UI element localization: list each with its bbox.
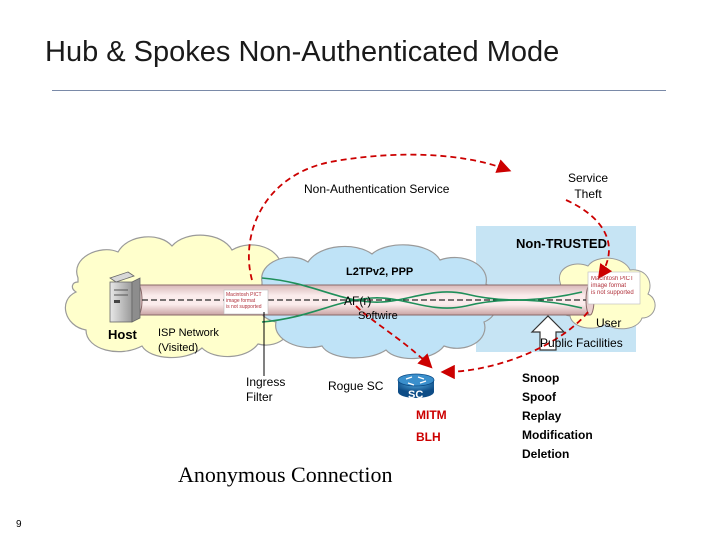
placeholder-left-line-3: is not supported bbox=[226, 304, 262, 310]
host-server-icon bbox=[109, 271, 141, 323]
attack-replay: Replay bbox=[522, 409, 562, 423]
service-theft-arrow-right bbox=[565, 199, 613, 279]
host-label: Host bbox=[108, 327, 137, 342]
page-number: 9 bbox=[16, 519, 22, 530]
sc-router-label: SC bbox=[408, 389, 424, 401]
isp-network-line-1: ISP Network bbox=[158, 327, 219, 339]
placeholder-left-line-1: Macintosh PICT bbox=[226, 292, 262, 298]
diverted-path-lower bbox=[261, 297, 583, 323]
placeholder-right-line-2: image format bbox=[591, 283, 627, 289]
isp-network-label: ISP Network (Visited) bbox=[158, 326, 219, 356]
user-label: User bbox=[596, 316, 622, 330]
service-theft-label: Service Theft bbox=[548, 170, 628, 202]
attack-modification: Modification bbox=[522, 428, 593, 442]
image-placeholder-left-text: Macintosh PICT image format is not suppo… bbox=[226, 292, 266, 312]
rogue-sc-label: Rogue SC bbox=[328, 379, 384, 393]
slide-title: Hub & Spokes Non-Authenticated Mode bbox=[45, 36, 560, 68]
ingress-filter-label: Ingress Filter bbox=[246, 375, 285, 405]
placeholder-right-line-1: Macintosh PICT bbox=[591, 276, 634, 282]
rogue-sc-arrow-left bbox=[355, 305, 433, 369]
attack-list: Snoop Spoof Replay Modification Deletion bbox=[522, 369, 593, 464]
image-placeholder-left bbox=[223, 289, 269, 315]
l2tp-label: L2TPv2, PPP bbox=[346, 266, 414, 278]
attack-spoof: Spoof bbox=[522, 390, 556, 404]
isp-network-line-2: (Visited) bbox=[158, 342, 199, 354]
placeholder-right-line-3: is not supported bbox=[591, 290, 634, 296]
service-theft-line-1: Service bbox=[567, 171, 608, 185]
rogue-sc-arrow-right bbox=[440, 311, 589, 380]
attack-snoop: Snoop bbox=[522, 371, 560, 385]
service-theft-line-2: Theft bbox=[574, 187, 602, 201]
title-divider bbox=[52, 90, 666, 91]
image-placeholder-right-text: Macintosh PICT image format is not suppo… bbox=[591, 276, 639, 302]
public-facilities-label: Public Facilities bbox=[540, 336, 623, 350]
non-trusted-label: Non-TRUSTED bbox=[516, 236, 607, 251]
softwire-label: Softwire bbox=[358, 310, 398, 322]
image-placeholder-right bbox=[587, 271, 641, 305]
service-theft-arrow-left bbox=[248, 153, 512, 281]
public-facilities-arrow bbox=[530, 315, 566, 351]
ingress-filter-line-2: Filter bbox=[246, 390, 273, 404]
af-label: AF(r) bbox=[344, 294, 372, 308]
anonymous-connection-label: Anonymous Connection bbox=[178, 462, 393, 487]
rogue-sc-router-icon bbox=[397, 373, 435, 398]
placeholder-left-line-2: image format bbox=[226, 298, 256, 304]
ingress-filter-line-1: Ingress bbox=[246, 375, 286, 389]
attack-deletion: Deletion bbox=[522, 447, 570, 461]
blh-label: BLH bbox=[416, 430, 441, 444]
mitm-label: MITM bbox=[416, 408, 447, 422]
non-authentication-service-label: Non-Authentication Service bbox=[304, 182, 450, 196]
